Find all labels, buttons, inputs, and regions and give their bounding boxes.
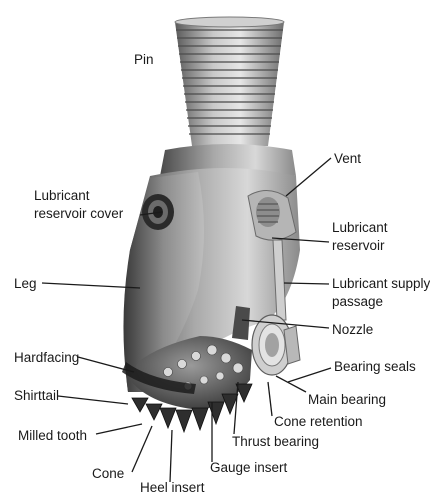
label-nozzle: Nozzle [332, 322, 373, 337]
label-supply-passage-line1: Lubricant supply [332, 276, 430, 291]
label-vent: Vent [334, 151, 361, 166]
label-cone-retention: Cone retention [274, 414, 363, 429]
label-bearing-seals: Bearing seals [334, 359, 416, 374]
label-leg: Leg [14, 276, 37, 291]
label-cone: Cone [92, 466, 124, 481]
bearing-assembly-part [252, 315, 300, 375]
label-shirttail: Shirttail [14, 388, 59, 403]
label-main-bearing: Main bearing [308, 392, 386, 407]
pin-threads [175, 17, 284, 146]
label-thrust-bearing: Thrust bearing [232, 434, 319, 449]
label-pin: Pin [134, 52, 154, 67]
label-gauge-insert: Gauge insert [210, 460, 288, 475]
label-reservoir-line1: Lubricant [332, 220, 388, 235]
label-supply-passage-line2: passage [332, 294, 383, 309]
label-heel-insert: Heel insert [140, 480, 205, 495]
label-milled-tooth: Milled tooth [18, 428, 87, 443]
label-hardfacing: Hardfacing [14, 350, 79, 365]
label-reservoir-cover-line1: Lubricant [34, 188, 90, 203]
label-reservoir-line2: reservoir [332, 238, 385, 253]
label-reservoir-cover-line2: reservoir cover [34, 206, 124, 221]
